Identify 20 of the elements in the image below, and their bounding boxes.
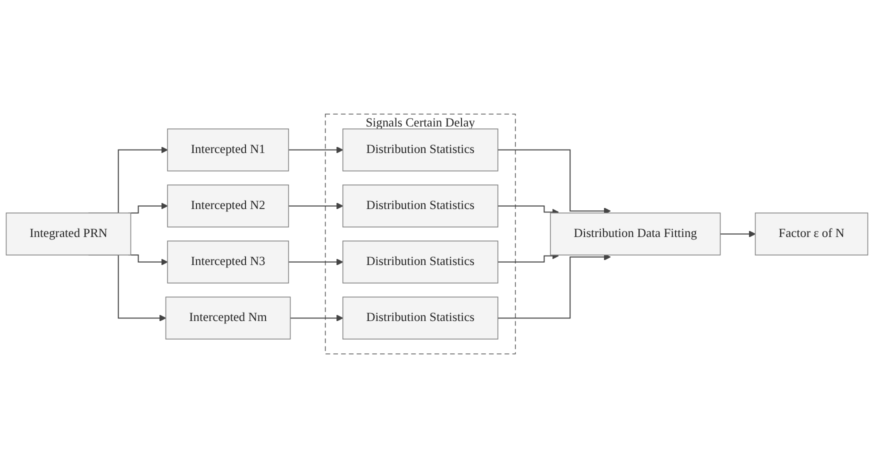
node-box: Intercepted N1 <box>167 128 289 172</box>
arrow <box>720 230 756 238</box>
node-box: Intercepted N3 <box>167 240 289 284</box>
node-box: Integrated PRN <box>6 212 132 256</box>
arrow <box>288 202 344 210</box>
arrow <box>288 258 344 266</box>
node-box: Distribution Data Fitting <box>550 212 721 256</box>
arrow <box>288 146 344 154</box>
arrow <box>498 254 611 319</box>
node-box: Factor ε of N <box>754 212 868 256</box>
arrow <box>498 149 611 214</box>
arrow <box>128 254 168 266</box>
node-box: Distribution Statistics <box>342 184 498 228</box>
node-box: Distribution Statistics <box>342 240 498 284</box>
node-box: Intercepted Nm <box>165 296 291 340</box>
node-box: Distribution Statistics <box>342 296 498 340</box>
arrow <box>128 202 168 214</box>
arrow <box>290 314 344 322</box>
node-box: Distribution Statistics <box>342 128 498 172</box>
node-box: Intercepted N2 <box>167 184 289 228</box>
